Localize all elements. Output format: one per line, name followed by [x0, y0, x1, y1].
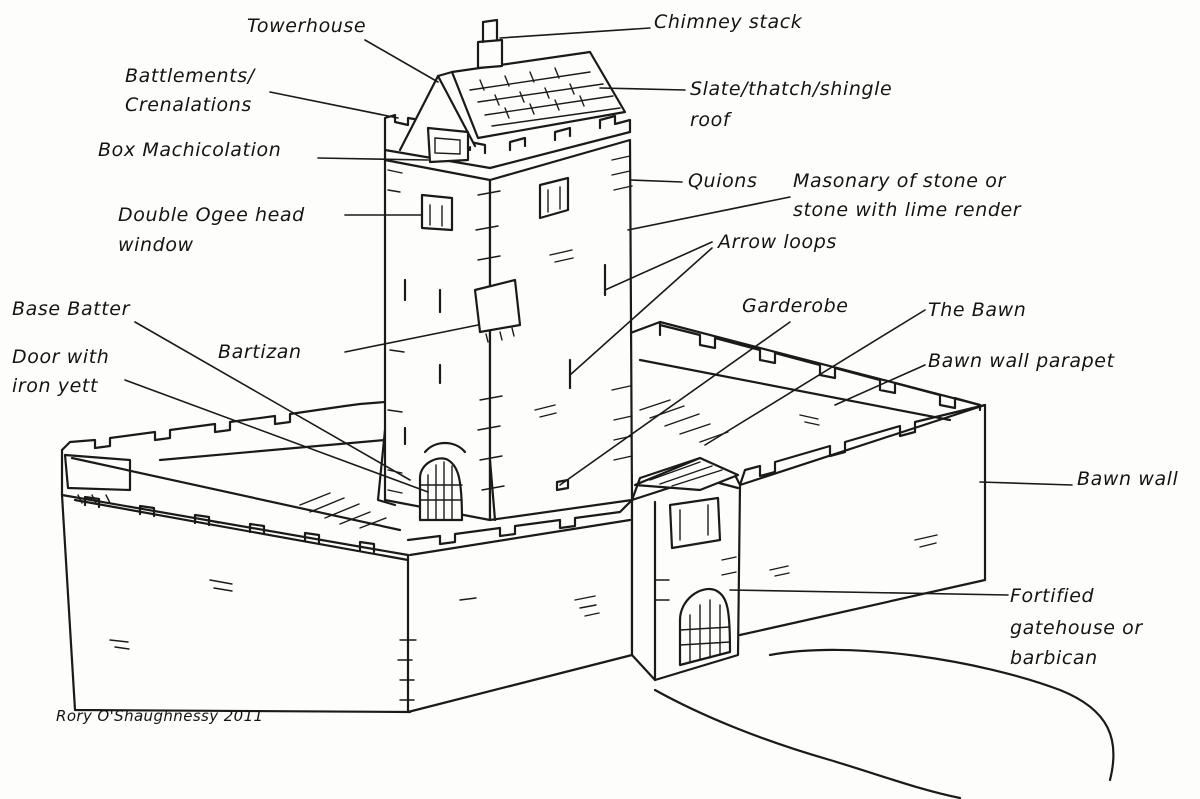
- label-bartizan: Bartizan: [218, 341, 302, 363]
- label-bawn-wall: Bawn wall: [1077, 468, 1179, 490]
- leader-garderobe: [559, 321, 791, 486]
- label-towerhouse: Towerhouse: [247, 15, 367, 37]
- label-battlements-line2: Crenalations: [125, 94, 252, 116]
- courtyard-hatching: [299, 399, 729, 529]
- label-roof-line1: Slate/thatch/shingle: [690, 78, 893, 100]
- label-base-batter: Base Batter: [12, 298, 130, 320]
- ground-path: [653, 648, 1115, 799]
- leader-masonary: [627, 196, 791, 231]
- leader-gatehouse: [729, 589, 1009, 596]
- artist-credit: Rory O'Shaughnessy 2011: [56, 707, 264, 725]
- leader-door: [124, 379, 429, 493]
- tower-house: [376, 18, 634, 522]
- leader-bawn-wall: [979, 481, 1073, 486]
- label-arrow-loops: Arrow loops: [718, 231, 837, 253]
- bawn-wall-right: [738, 403, 987, 637]
- leader-quions: [629, 179, 683, 183]
- label-masonary-line1: Masonary of stone or: [793, 170, 1006, 192]
- label-gatehouse-line1: Fortified: [1010, 585, 1095, 607]
- label-window-line1: Double Ogee head: [118, 204, 305, 226]
- label-gatehouse-line3: barbican: [1010, 647, 1098, 669]
- leader-bawn-parapet: [834, 364, 926, 406]
- leader-base-batter: [134, 321, 411, 481]
- label-bawn-wall-parapet: Bawn wall parapet: [928, 350, 1115, 372]
- leader-towerhouse: [364, 39, 439, 83]
- label-roof-line2: roof: [690, 109, 731, 131]
- gatehouse: [630, 456, 742, 682]
- label-battlements-line1: Battlements/: [125, 65, 255, 87]
- leader-the-bawn: [704, 309, 926, 446]
- leader-roof: [599, 87, 686, 91]
- leader-lines: [124, 27, 1073, 596]
- leader-box-machicolation: [317, 157, 429, 161]
- label-chimney-stack: Chimney stack: [654, 11, 803, 33]
- bawn-wall-back: [623, 320, 982, 422]
- label-door-line2: iron yett: [12, 375, 99, 397]
- leader-battlements: [269, 91, 399, 119]
- label-masonary-line2: stone with lime render: [793, 199, 1022, 221]
- bawn-wall-left: [60, 400, 417, 714]
- label-the-bawn: The Bawn: [928, 299, 1027, 321]
- leader-chimney: [499, 27, 651, 39]
- label-window-line2: window: [118, 234, 194, 256]
- label-door-line1: Door with: [12, 346, 110, 368]
- leader-arrow-loop-2: [569, 247, 713, 376]
- leader-bartizan: [344, 324, 479, 353]
- label-garderobe: Garderobe: [742, 295, 849, 317]
- label-quions: Quions: [688, 170, 758, 192]
- bawn-wall-front: [406, 498, 634, 714]
- label-gatehouse-line2: gatehouse or: [1010, 617, 1143, 639]
- label-box-machicolation: Box Machicolation: [98, 139, 282, 161]
- leader-arrow-loop-1: [604, 241, 713, 291]
